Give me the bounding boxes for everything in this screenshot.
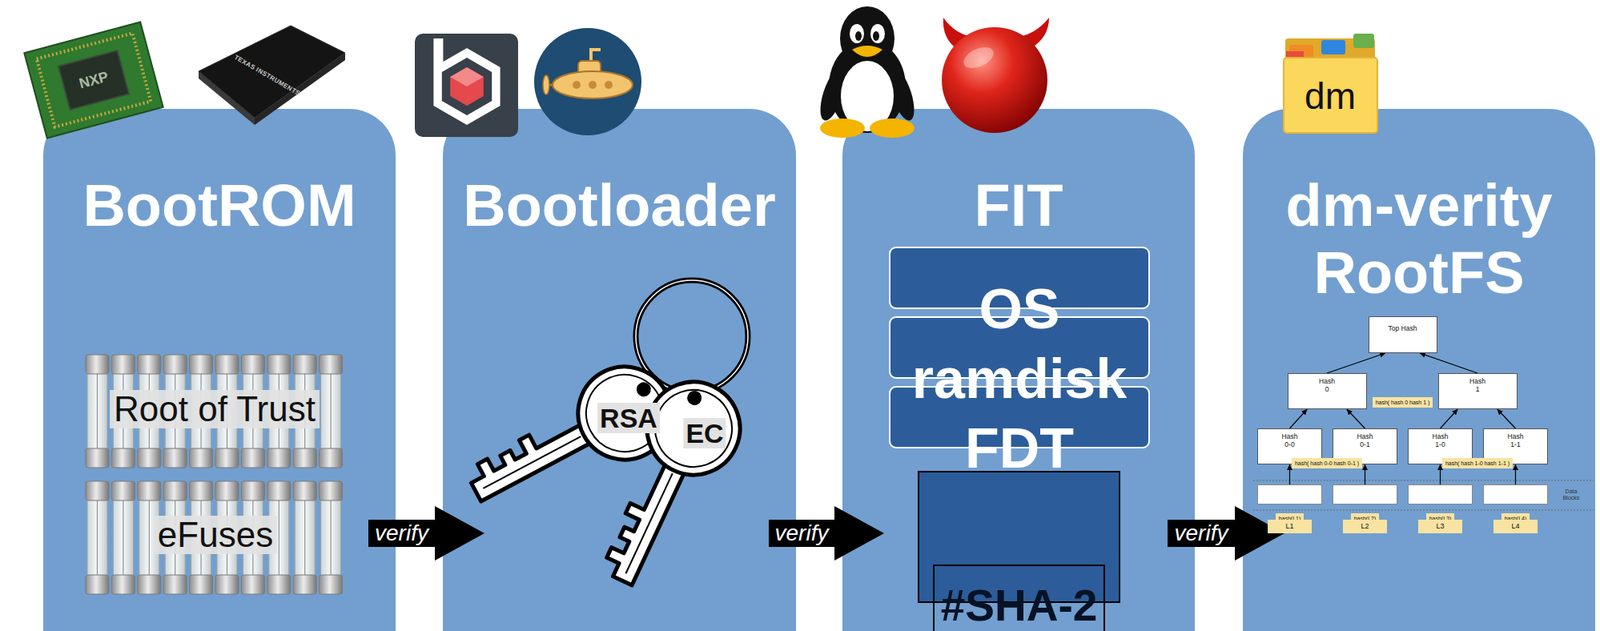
block-name: L1 — [1267, 519, 1311, 534]
hash-name: #SHA-2 — [932, 564, 1106, 631]
data-block: L4 — [1483, 484, 1548, 505]
edge-label-holder: verify — [771, 520, 833, 547]
chip-marking: NXP — [77, 68, 111, 93]
block-name: L4 — [1493, 519, 1537, 534]
freebsd-logo — [941, 17, 1050, 133]
edge-label: verify — [771, 520, 833, 547]
hash-text: Hash 0 — [1316, 377, 1338, 394]
hash-text: Hash 1 — [1467, 377, 1488, 394]
hash-arrow — [1326, 353, 1386, 374]
barebox-logo — [414, 33, 519, 137]
hash-arrow — [1419, 353, 1478, 374]
hash-arrow — [1346, 409, 1366, 429]
verify-arrow — [768, 506, 885, 561]
image-part-box: OS — [888, 246, 1150, 310]
panel-background — [1242, 108, 1596, 631]
edge-label-holder: verify — [371, 520, 432, 547]
label-holder: Root of Trust — [109, 389, 320, 429]
hash-node: Hash 1hash( hash 1-0 hash 1-1 ) — [1438, 373, 1518, 410]
key-ec — [580, 366, 756, 601]
fuse-label: eFuses — [153, 515, 278, 555]
hash-arrow — [1497, 409, 1516, 429]
hash-node: Hash 0hash( hash 0-0 hash 0-1 ) — [1287, 373, 1367, 410]
verify-arrow — [1167, 506, 1285, 561]
data-block-lines — [1253, 480, 1594, 511]
panel-background — [842, 108, 1195, 631]
label-holder: NXP — [77, 68, 111, 93]
hash-arrow — [1290, 409, 1308, 429]
verify-arrow — [368, 506, 485, 561]
label-holder: TEXAS INSTRUMENTS — [232, 48, 305, 99]
hash-text: hash( hash 1-0 hash 1-1 ) — [1442, 458, 1513, 469]
edge-label: verify — [1171, 520, 1232, 547]
ti-chip — [198, 25, 346, 125]
hash-text: hash( hash 0-0 hash 0-1 ) — [1291, 458, 1363, 469]
data-block: L2 — [1332, 484, 1398, 505]
tux-logo — [815, 6, 920, 138]
fuse-label: Root of Trust — [109, 389, 320, 429]
u-boot-logo — [534, 28, 642, 136]
hash-text: Hash 1-0 — [1430, 432, 1452, 449]
label-holder: RSA — [597, 402, 660, 434]
panel-background — [43, 108, 396, 631]
panel-title: dm-verity RootFS — [1242, 172, 1596, 307]
hash-node: Top Hashhash( hash 0 hash 1 ) — [1368, 316, 1438, 354]
fuse-row — [85, 354, 343, 468]
label-holder: eFuses — [153, 515, 278, 555]
stage-panel: dm-verity RootFSTop Hashhash( hash 0 has… — [1242, 108, 1596, 631]
part-name: FDT — [964, 418, 1074, 479]
fuse-row — [85, 481, 343, 595]
folder-icon — [1283, 33, 1378, 133]
hash-arrow — [1515, 464, 1516, 485]
block-name: L2 — [1342, 519, 1387, 534]
stage-panel: FITOSramdiskFDT#SHA-2 — [842, 108, 1195, 631]
panel-background — [442, 108, 796, 631]
hash-box: #SHA-2 — [917, 470, 1121, 604]
hash-text: hash( hash 0 hash 1 ) — [1372, 397, 1434, 408]
edge-label: verify — [371, 520, 432, 547]
edge-label-holder: verify — [1171, 520, 1232, 547]
panel-title: BootROM — [43, 172, 396, 240]
hash-text: Hash 0-0 — [1279, 432, 1301, 449]
folder-label: dm — [1304, 76, 1356, 117]
hash-arrow — [1439, 464, 1441, 485]
chip-marking: TEXAS INSTRUMENTS — [233, 53, 302, 98]
part-name: OS — [978, 279, 1060, 339]
panel-title: Bootloader — [442, 172, 796, 240]
hash-text: Hash 1-1 — [1505, 432, 1527, 449]
key-label: EC — [683, 418, 726, 449]
row-label: Data Blocks — [1559, 488, 1584, 502]
panel-title: FIT — [842, 172, 1195, 240]
part-name: ramdisk — [912, 349, 1127, 409]
hash-arrow — [1289, 464, 1291, 485]
label-holder: dm — [1304, 76, 1356, 117]
data-block: L3 — [1407, 484, 1473, 505]
hash-arrow — [1364, 464, 1366, 485]
label-holder: EC — [683, 418, 726, 449]
block-name: L3 — [1418, 519, 1462, 534]
stage-panel: Bootloader — [442, 108, 796, 631]
hash-text: Hash 0-1 — [1354, 432, 1376, 449]
hash-text: Top Hash — [1388, 324, 1418, 333]
panel-backgrounds — [43, 108, 1596, 631]
label-holder: Data Blocks — [1559, 488, 1584, 502]
key-label: RSA — [597, 402, 660, 434]
nxp-chip — [24, 21, 163, 138]
hash-arrow — [1440, 409, 1459, 429]
data-block: L1 — [1257, 484, 1323, 505]
